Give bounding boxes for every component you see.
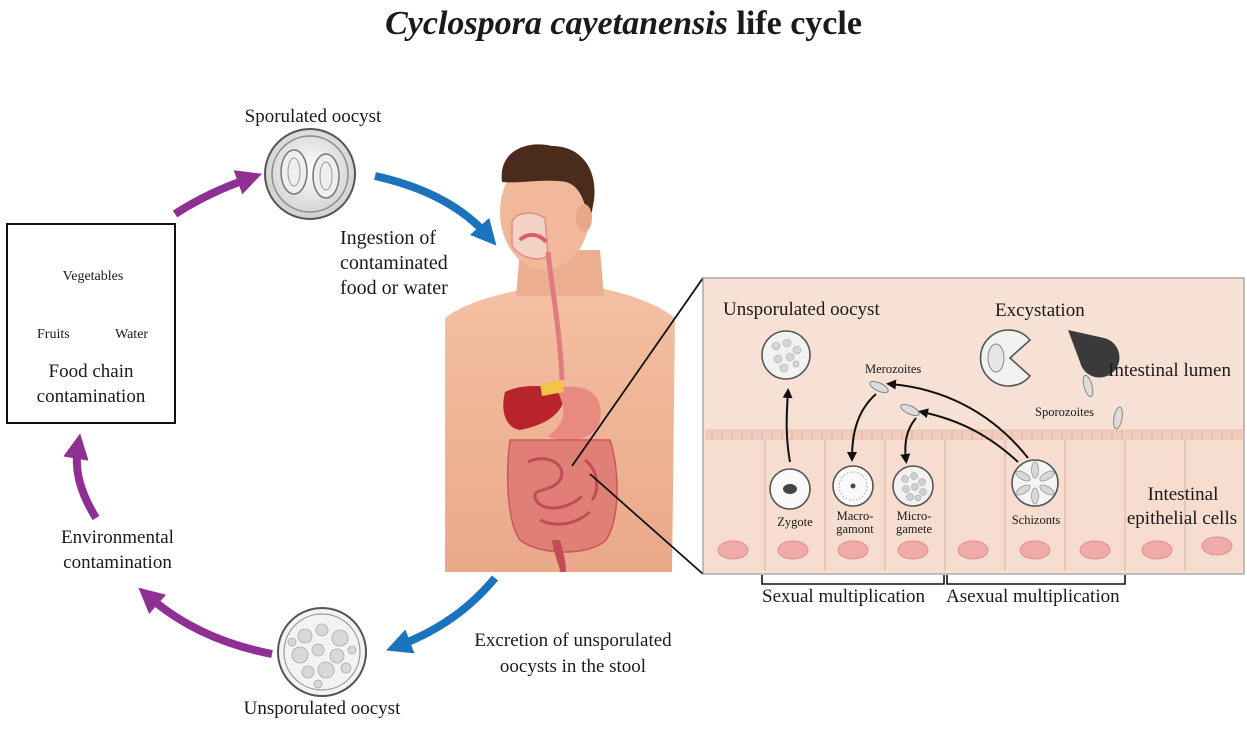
label-sporozoites: Sporozoites [1035, 405, 1095, 419]
macrogamont-icon [832, 465, 874, 507]
label-excretion-2: oocysts in the stool [499, 656, 647, 677]
zoom-line-bottom [589, 473, 704, 575]
microgamete-icon [892, 465, 934, 507]
label-intestinal-lumen: Intestinal lumen [1108, 360, 1231, 381]
unsporulated-oocyst-icon [277, 607, 367, 697]
label-macrogamont-2: gamont [836, 522, 874, 537]
label-macrogamont-1: Macro- [836, 509, 874, 523]
label-microgamete-1: Micro- [896, 509, 932, 523]
sporulated-oocyst-icon [264, 128, 356, 220]
intestine-inset [702, 277, 1245, 585]
label-sexual-multiplication: Sexual multiplication [762, 586, 926, 607]
arrow-zygote-to-oocyst [782, 388, 793, 463]
label-microgamete: Micro-gamete [885, 509, 943, 537]
label-asexual-multiplication: Asexual multiplication [946, 586, 1120, 607]
arrow-environment-to-food [63, 433, 100, 521]
label-ingestion-1: Ingestion of [340, 227, 437, 249]
label-schizonts: Schizonts [1011, 513, 1061, 527]
arrow-schizont-to-merozoite-1 [886, 379, 1029, 459]
arrow-unsporulated-to-environment [138, 587, 273, 658]
label-epithelial-2: epithelial cells [1126, 508, 1238, 529]
sporozoites-icon [1082, 374, 1123, 430]
label-excystation: Excystation [995, 300, 1085, 321]
label-epithelial-1: Intestinal [1147, 484, 1219, 505]
excystation-oocyst-icon [979, 329, 1120, 387]
label-merozoites: Merozoites [865, 362, 922, 376]
label-environmental-1: Environmental [61, 527, 174, 548]
arrow-human-to-unsporulated [386, 575, 499, 654]
label-inset-unsporulated: Unsporulated oocyst [723, 299, 880, 320]
sexual-bracket [761, 575, 945, 585]
asexual-bracket [946, 575, 1126, 585]
food-chain-box [6, 223, 176, 424]
zoom-line-top [571, 277, 704, 467]
schizont-icon [1011, 459, 1059, 507]
arrow-merozoite-to-macrogamont [847, 393, 877, 462]
label-unsporulated-oocyst: Unsporulated oocyst [243, 698, 401, 719]
label-zygote: Zygote [777, 515, 813, 529]
label-vegetables: Vegetables [62, 269, 124, 284]
label-water: Water [115, 327, 149, 342]
diagram-title: Cyclospora cayetanensis life cycle [0, 4, 1247, 43]
label-ingestion-3: food or water [340, 277, 448, 299]
label-fruits: Fruits [37, 327, 70, 342]
label-sporulated-oocyst: Sporulated oocyst [244, 106, 382, 127]
arrow-schizont-to-merozoite-2 [918, 408, 1019, 463]
label-environmental-2: contamination [63, 552, 172, 573]
label-microgamete-2: gamete [895, 522, 933, 537]
zygote-icon [769, 468, 811, 510]
arrow-sporulated-to-human [374, 172, 497, 246]
title-species: Cyclospora cayetanensis [385, 5, 728, 42]
arrow-food-to-sporulated [172, 170, 263, 218]
human-figure [445, 144, 675, 572]
label-excretion-1: Excretion of unsporulated [474, 630, 672, 651]
label-food-chain-1: Food chain [48, 361, 134, 382]
label-ingestion-2: contaminated [340, 252, 448, 274]
arrow-merozoite-to-microgamete [900, 417, 917, 464]
label-food-chain-2: contamination [36, 386, 146, 407]
inset-unsporulated-oocyst-icon [761, 330, 811, 380]
label-macrogamont: Macro-gamont [827, 509, 883, 537]
title-rest: life cycle [736, 5, 862, 42]
